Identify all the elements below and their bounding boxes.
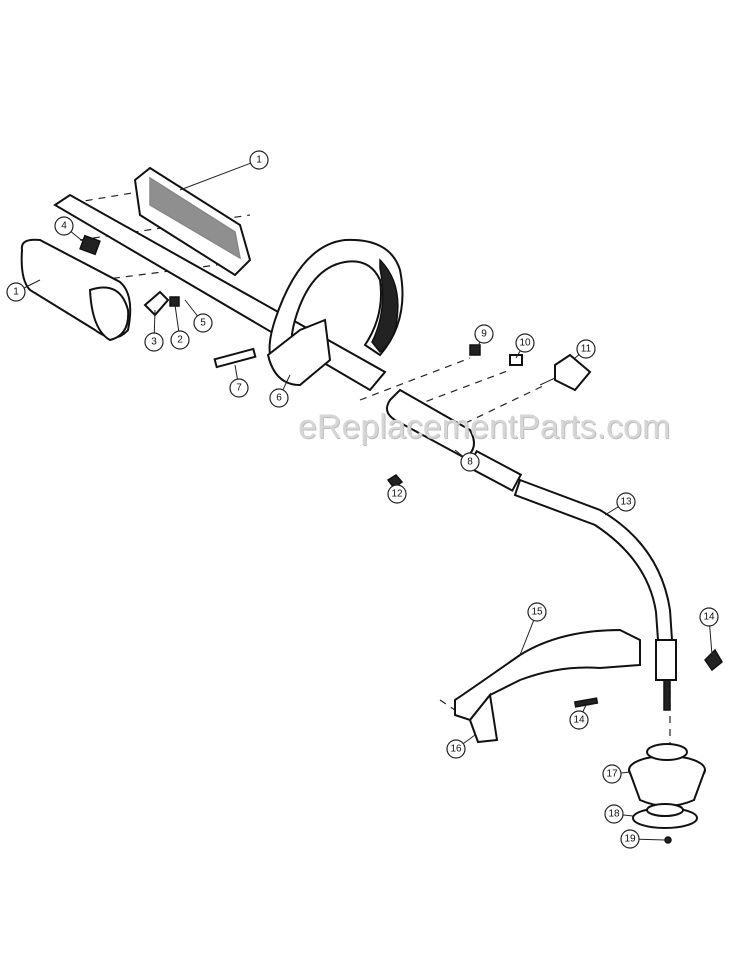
callout-number: 4 xyxy=(61,221,67,232)
callout-14: 14 xyxy=(569,704,589,730)
callout-circle xyxy=(249,150,269,170)
callout-circle xyxy=(699,607,719,627)
handle-housing xyxy=(133,166,252,277)
callout-14: 14 xyxy=(699,607,719,656)
callout-8: 8 xyxy=(454,449,480,472)
callout-circle xyxy=(446,739,466,759)
callout-number: 3 xyxy=(151,337,157,348)
callout-number: 8 xyxy=(467,457,473,468)
callout-circle xyxy=(527,602,547,622)
callout-number: 17 xyxy=(606,769,618,780)
dashed-assembly-lines xyxy=(59,189,671,760)
callout-circle xyxy=(269,388,289,408)
small-parts-left xyxy=(79,234,257,369)
grass-guard xyxy=(454,628,641,744)
callout-4: 4 xyxy=(54,216,86,244)
callout-number: 14 xyxy=(573,715,585,726)
callout-number: 6 xyxy=(276,393,282,404)
callout-circle xyxy=(170,330,190,350)
callout-1: 1 xyxy=(179,150,269,191)
callout-circle xyxy=(515,333,535,353)
callout-number: 7 xyxy=(236,383,242,394)
callout-number: 14 xyxy=(703,612,715,623)
callout-17: 17 xyxy=(602,764,631,784)
callout-2: 2 xyxy=(170,304,190,350)
callout-11: 11 xyxy=(574,339,596,359)
callout-10: 10 xyxy=(515,333,535,359)
callout-circle xyxy=(576,339,596,359)
rear-grip xyxy=(20,238,132,342)
callout-number: 16 xyxy=(450,744,462,755)
callout-circle xyxy=(620,829,640,849)
callout-9: 9 xyxy=(474,324,494,351)
callout-circle xyxy=(604,804,624,824)
callout-circle xyxy=(460,452,480,472)
callout-3: 3 xyxy=(144,309,164,352)
callout-circle xyxy=(569,710,589,730)
callout-12: 12 xyxy=(387,483,407,504)
callout-number: 1 xyxy=(13,287,19,298)
callout-number: 1 xyxy=(256,155,262,166)
callout-number: 10 xyxy=(519,338,531,349)
callout-circle xyxy=(54,216,74,236)
callout-circle xyxy=(616,492,636,512)
callout-7: 7 xyxy=(229,364,249,398)
callout-1: 1 xyxy=(6,279,41,302)
lower-shaft xyxy=(513,478,723,711)
callout-number: 19 xyxy=(624,834,636,845)
callout-circle xyxy=(6,282,26,302)
watermark: eReplacementParts.com xyxy=(298,408,671,446)
leader-line xyxy=(179,159,260,191)
trimmer-head xyxy=(628,743,706,844)
callout-circle xyxy=(229,378,249,398)
callout-circle xyxy=(602,764,622,784)
callout-number: 18 xyxy=(608,809,620,820)
callout-19: 19 xyxy=(620,829,666,849)
callout-number: 15 xyxy=(531,607,543,618)
callout-circle xyxy=(387,484,407,504)
callout-5: 5 xyxy=(184,299,213,333)
callout-15: 15 xyxy=(519,602,547,656)
callout-number: 9 xyxy=(481,329,487,340)
callout-16: 16 xyxy=(446,734,476,759)
callout-13: 13 xyxy=(604,492,636,516)
callout-number: 11 xyxy=(581,344,592,355)
callout-number: 12 xyxy=(391,489,403,500)
callout-18: 18 xyxy=(604,804,634,824)
d-handle xyxy=(266,238,404,387)
callout-6: 6 xyxy=(269,374,291,408)
callout-circle xyxy=(193,313,213,333)
callout-number: 5 xyxy=(200,318,206,329)
callout-number: 2 xyxy=(177,335,183,346)
callout-circle xyxy=(474,324,494,344)
callout-circle xyxy=(144,332,164,352)
callout-number: 13 xyxy=(620,497,632,508)
